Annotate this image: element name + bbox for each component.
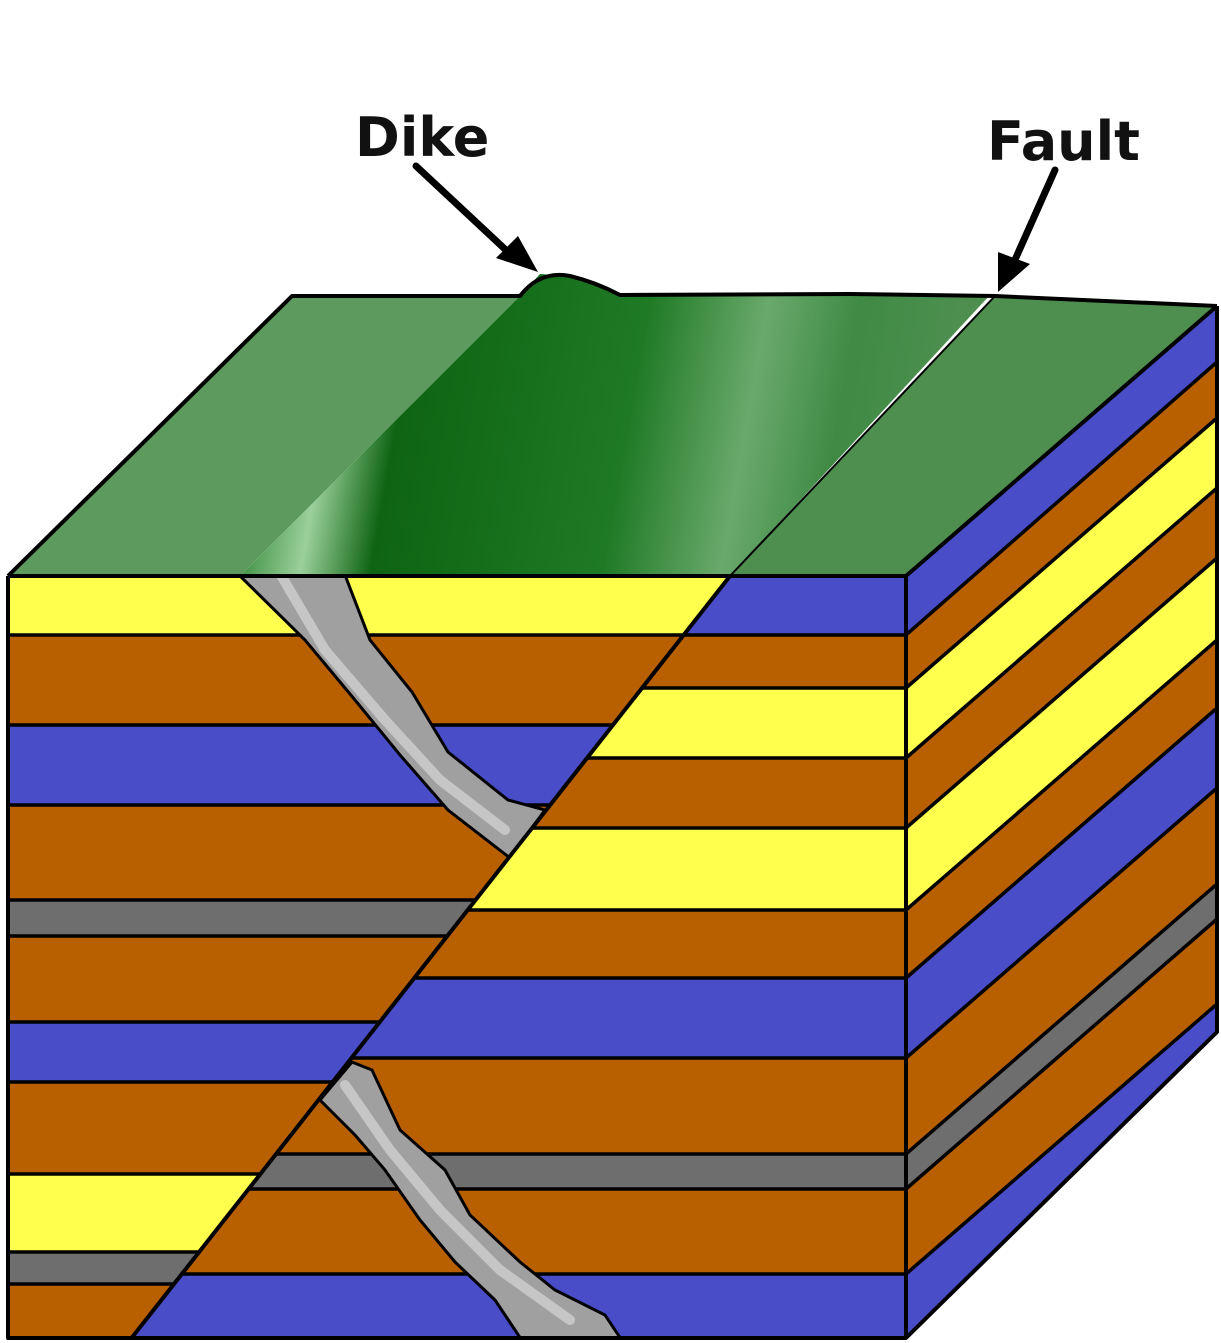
fault-arrowhead <box>998 252 1030 292</box>
fault-line <box>129 576 732 1338</box>
dike-lower <box>317 1060 628 1338</box>
surface-right-plain <box>730 295 1217 576</box>
front-face <box>8 576 906 1338</box>
dike-label: Dike <box>355 106 489 169</box>
dike-arrow <box>412 162 512 256</box>
fault-arrow <box>1010 166 1059 266</box>
fault-label: Fault <box>987 110 1140 173</box>
surface-left-plain <box>8 296 520 576</box>
block-outline <box>6 304 1219 1340</box>
dike-arrowhead <box>496 236 538 272</box>
fault-callout: Fault <box>987 110 1140 292</box>
surface-ridge <box>240 274 990 576</box>
top-surface <box>6 273 1218 578</box>
dike-callout: Dike <box>355 106 538 272</box>
